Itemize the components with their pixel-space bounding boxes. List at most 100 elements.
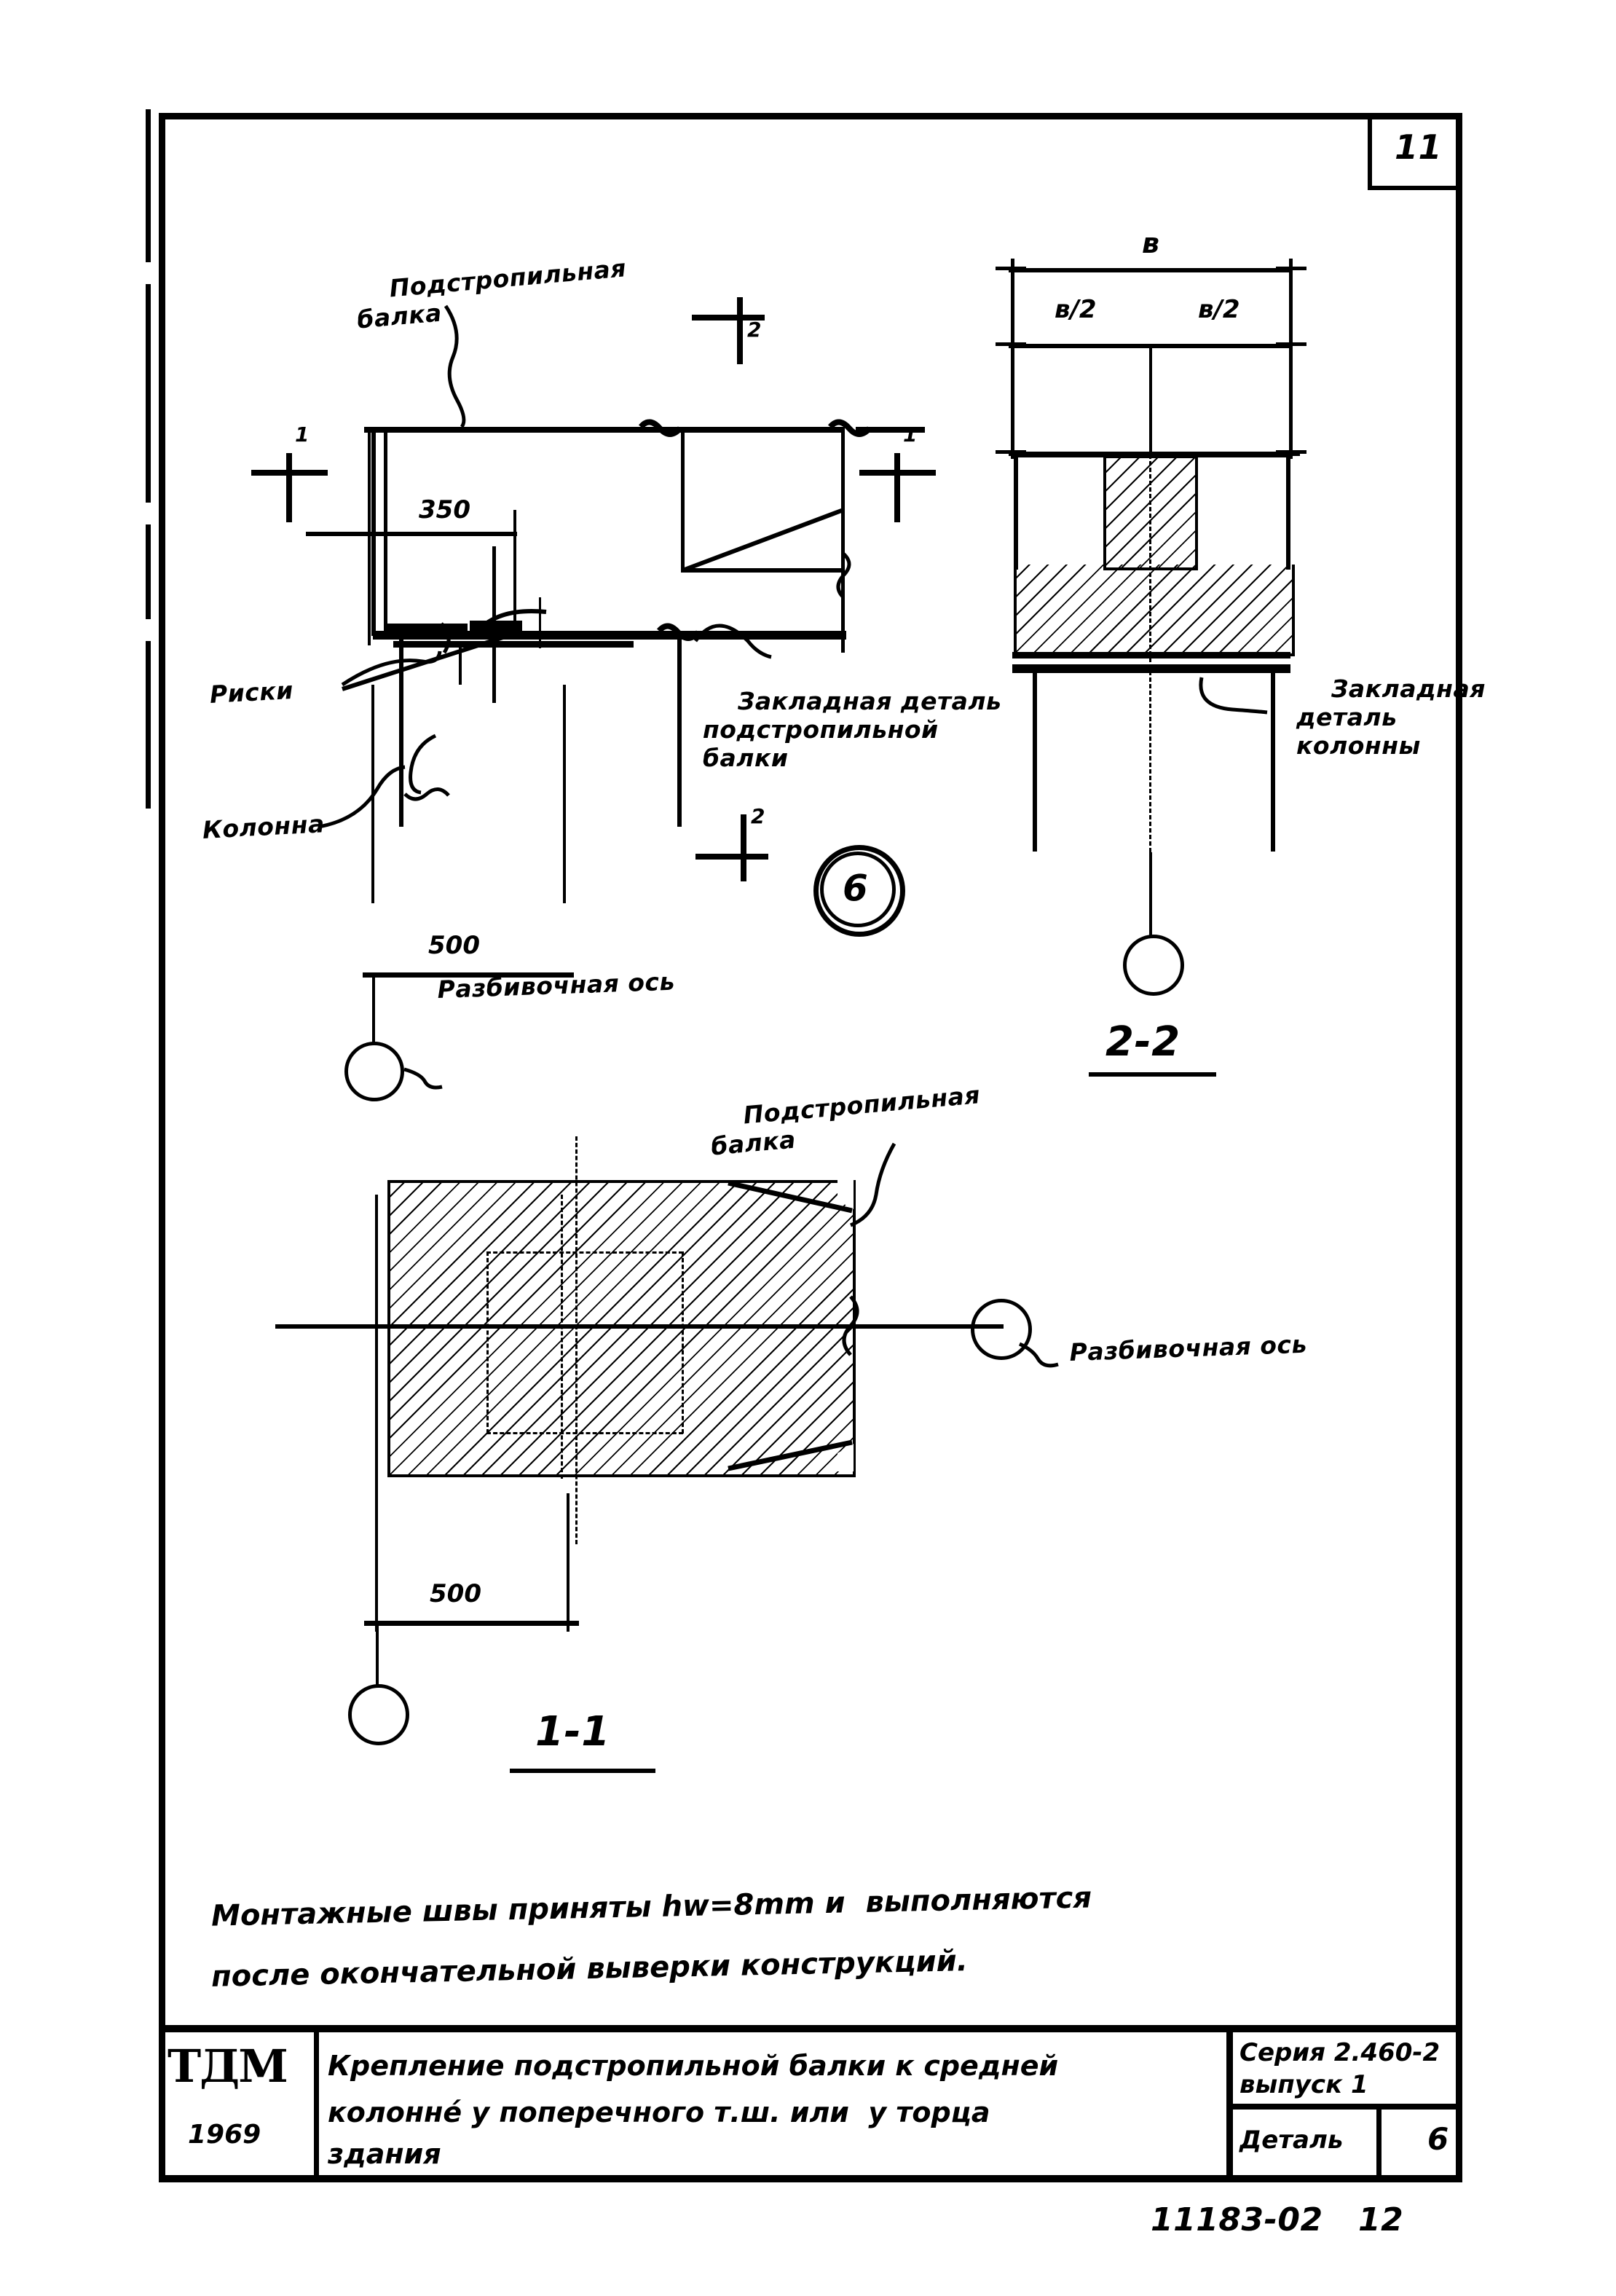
label-embedded-column: Закладная деталь колонны bbox=[1296, 647, 1486, 789]
label-risks: Риски bbox=[208, 675, 294, 709]
label-beam-section11-text: Подстропильная балка bbox=[709, 1080, 982, 1161]
label-beam-elevation-text: Подстропильная балка bbox=[355, 253, 628, 334]
label-embedded-column-text: Закладная деталь колонны bbox=[1296, 674, 1486, 760]
corner-page-number: 11 bbox=[1395, 127, 1443, 167]
dim500-text: 500 bbox=[428, 931, 480, 960]
s22-dim-tick-right-c bbox=[1276, 450, 1306, 454]
section-marker-2-top-label: 2 bbox=[747, 318, 762, 342]
tb-bottom-rule bbox=[159, 2175, 1462, 2182]
drawing-title-line3: здания bbox=[328, 2138, 441, 2170]
section-1-1-underline bbox=[510, 1769, 655, 1773]
margin-tick-3 bbox=[146, 524, 151, 619]
beam-left-edge-outer bbox=[371, 427, 376, 636]
org-year: 1969 bbox=[188, 2120, 261, 2150]
s22-corbel-top-left-edge bbox=[1014, 453, 1107, 457]
section-marker-1-right-label: 1 bbox=[903, 422, 918, 447]
corner-box-left bbox=[1368, 113, 1372, 189]
s11-dim-500-line bbox=[364, 1621, 579, 1626]
s11-dim-ext-right bbox=[567, 1493, 569, 1632]
issue-text: выпуск 1 bbox=[1239, 2070, 1368, 2099]
s22-ext-left bbox=[1011, 259, 1014, 459]
tb-rule-series-detail bbox=[1226, 2104, 1462, 2110]
s22-column-axis bbox=[1149, 350, 1151, 852]
s11-plate-top bbox=[486, 1251, 683, 1254]
tb-top-rule bbox=[159, 2025, 1462, 2032]
bolt-axis bbox=[492, 546, 496, 703]
s22-axis-bubble bbox=[1123, 935, 1184, 996]
s11-plate-inner-left bbox=[561, 1195, 563, 1479]
label-axis-section11: Разбивочная ось bbox=[1068, 1329, 1308, 1367]
s11-plate-bottom bbox=[486, 1432, 683, 1434]
s11-plate-right bbox=[682, 1251, 684, 1434]
s11-beam-body bbox=[387, 1180, 856, 1477]
s22-body-right bbox=[1286, 453, 1290, 570]
tb-sep-detail bbox=[1376, 2107, 1382, 2178]
margin-tick-2 bbox=[146, 284, 151, 503]
dim500-ext-left bbox=[371, 685, 374, 903]
s22-dim-half-left-text: в/2 bbox=[1055, 295, 1097, 324]
risk-mark-left bbox=[459, 641, 462, 685]
dim350-line bbox=[306, 532, 517, 536]
note-line-2: после окончательной выверки конструкций. bbox=[210, 1944, 969, 1994]
s22-body-left bbox=[1014, 453, 1018, 570]
section-marker-2-bottom-label: 2 bbox=[751, 804, 765, 828]
s22-column-left bbox=[1033, 673, 1037, 852]
beam-top-edge bbox=[364, 427, 845, 433]
column-left-edge bbox=[399, 636, 403, 827]
detail-bubble-number: 6 bbox=[843, 867, 869, 909]
s22-dim-total-line bbox=[1009, 268, 1293, 272]
s22-dim-tick-right-a bbox=[1276, 267, 1306, 270]
s22-plate-lower bbox=[1012, 664, 1290, 673]
s22-ext-right bbox=[1289, 259, 1293, 459]
beam-right-edge bbox=[841, 427, 845, 653]
frame-top bbox=[159, 113, 1462, 119]
beam-notch-bottom bbox=[681, 568, 843, 573]
beam-left-edge-inner bbox=[384, 427, 387, 636]
s22-dim-tick-right-b bbox=[1276, 342, 1306, 346]
beam-notch-vertical bbox=[681, 427, 685, 573]
dim350-text: 350 bbox=[419, 495, 470, 524]
section-2-2-title: 2-2 bbox=[1105, 1018, 1181, 1066]
s11-dim-500-text: 500 bbox=[430, 1579, 481, 1608]
label-beam-elevation: Подстропильная балка bbox=[351, 226, 632, 363]
column-center-axis bbox=[539, 597, 541, 648]
s22-corbel-lower bbox=[1014, 565, 1295, 656]
dim350-ext-left bbox=[368, 427, 371, 645]
s22-dim-total-text: в bbox=[1142, 227, 1160, 259]
s11-axis-stem bbox=[376, 1626, 379, 1686]
detail-label: Деталь bbox=[1239, 2126, 1344, 2155]
s22-plate-upper bbox=[1012, 652, 1290, 658]
dim500-ext-right bbox=[563, 685, 566, 903]
dim350-ext-right bbox=[513, 510, 516, 626]
weld-line bbox=[393, 641, 634, 648]
bottom-drawing-number: 11183-02 bbox=[1151, 2201, 1323, 2238]
org-logo: ТДМ bbox=[167, 2040, 288, 2093]
beam-top-edge-right bbox=[856, 427, 925, 433]
s22-dim-tick-left-b bbox=[996, 342, 1026, 346]
s11-dim-ext-left bbox=[375, 1195, 378, 1632]
title-block: ТДМ 1969 Крепление подстропильной балки … bbox=[159, 2025, 1462, 2182]
beam-embedded-plate-left bbox=[386, 624, 468, 631]
frame-left bbox=[159, 113, 165, 2182]
s11-plate-left bbox=[486, 1251, 489, 1434]
corner-box-bottom bbox=[1368, 186, 1462, 190]
section-marker-1-left-label: 1 bbox=[295, 422, 310, 447]
series-text: Серия 2.460-2 bbox=[1239, 2038, 1440, 2067]
detail-bubble-inner bbox=[820, 852, 896, 927]
s22-dim-half-right-text: в/2 bbox=[1198, 295, 1240, 324]
section-1-1-title: 1-1 bbox=[535, 1708, 610, 1756]
label-embedded-beam: Закладная деталь подстропильной балки bbox=[703, 659, 1001, 801]
s22-dim-tick-left-c bbox=[996, 450, 1026, 454]
label-beam-section11: Подстропильная балка bbox=[705, 1053, 986, 1190]
s22-axis-stem bbox=[1149, 852, 1152, 936]
s22-column-right bbox=[1271, 673, 1275, 852]
margin-tick-1 bbox=[146, 109, 151, 262]
tb-sep-logo bbox=[314, 2029, 319, 2178]
drawing-title-line1: Крепление подстропильной балки к средней bbox=[328, 2050, 1059, 2082]
note-line-1: Монтажные швы приняты hw=8mm и выполняют… bbox=[210, 1881, 1092, 1933]
column-right-edge bbox=[677, 636, 682, 827]
beam-bottom-flange bbox=[373, 631, 846, 640]
label-embedded-beam-text: Закладная деталь подстропильной балки bbox=[703, 686, 1002, 772]
detail-bubble-outer bbox=[813, 845, 905, 937]
